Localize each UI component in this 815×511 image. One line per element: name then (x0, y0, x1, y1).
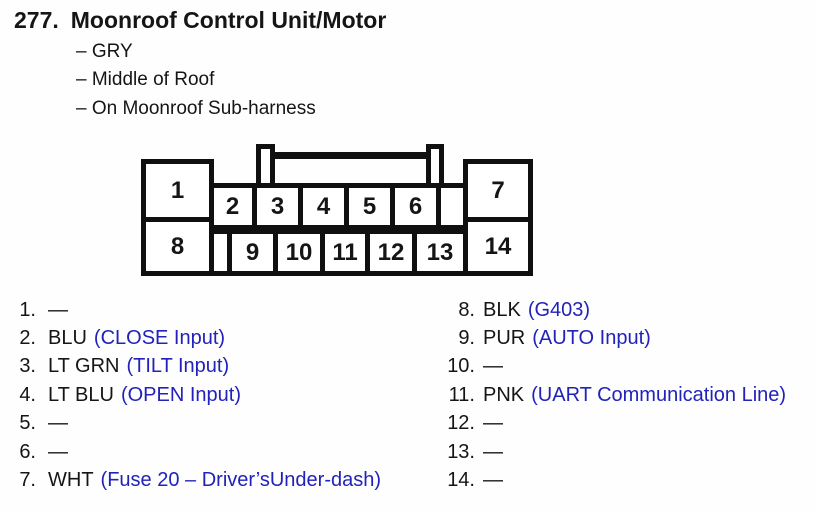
pin-row-13: 13. — (404, 438, 786, 466)
pin-number: 13. (447, 440, 475, 463)
pin-list-left: 1. — 2. BLU (CLOSE Input) 3. LT GRN (TILT Inp… (18, 296, 381, 495)
pin-number: 12. (447, 412, 475, 435)
terminal-7: 7 (491, 176, 505, 204)
detail-location: – Middle of Roof (76, 69, 215, 91)
connector-bridge-post-left (256, 144, 275, 185)
pin-function-note: (TILT Input) (126, 355, 230, 378)
pin-number: 14. (447, 469, 475, 492)
page-title: Moonroof Control Unit/Motor (70, 7, 387, 33)
pin-row-10: 10. — (404, 353, 786, 381)
pin-row-1: 1. — (18, 296, 381, 324)
connector-diagram: 2 3 4 5 6 9 10 11 12 13 1 8 7 14 (141, 144, 533, 276)
terminal-2: 2 (213, 188, 257, 225)
pin-function-note: (CLOSE Input) (93, 327, 226, 350)
terminal-block-right-divider (463, 217, 533, 222)
detail-color: – GRY (76, 41, 133, 62)
pin-row-2: 2. BLU (CLOSE Input) (18, 324, 381, 352)
pin-number: 1. (19, 298, 36, 321)
pin-row-3: 3. LT GRN (TILT Input) (18, 353, 381, 381)
pin-number: 7. (19, 469, 36, 492)
pin-wire-color: — (48, 440, 68, 463)
pin-wire-color: LT BLU (48, 383, 114, 406)
pin-row-11: 11. PNK (UART Communication Line) (404, 381, 786, 409)
pin-number: 9. (458, 327, 475, 350)
pin-function-note: (OPEN Input) (120, 383, 242, 406)
pin-row-5: 5. — (18, 410, 381, 438)
pin-number: 8. (458, 298, 475, 321)
terminal-11: 11 (325, 234, 370, 271)
pin-number: 5. (19, 412, 36, 435)
terminal-block-right: 7 14 (463, 159, 533, 276)
pin-row-12: 12. — (404, 410, 786, 438)
pin-number: 4. (19, 383, 36, 406)
terminal-9: 9 (232, 234, 278, 271)
terminal-4: 4 (303, 188, 349, 225)
pin-wire-color: BLK (483, 298, 521, 321)
terminal-6: 6 (395, 188, 441, 225)
terminal-5: 5 (349, 188, 395, 225)
pin-list-right: 8. BLK (G403) 9. PUR (AUTO Input) 10. — 11. PN… (404, 296, 786, 495)
terminal-strip-top: 2 3 4 5 6 (213, 183, 463, 230)
pin-function-note: (UART Communication Line) (531, 383, 787, 406)
terminal-8: 8 (170, 232, 185, 260)
terminal-blank-bottom (213, 234, 232, 271)
pin-row-9: 9. PUR (AUTO Input) (404, 324, 786, 352)
terminal-block-left-divider (141, 217, 214, 222)
terminal-strip-bottom: 9 10 11 12 13 (213, 229, 463, 276)
pin-row-14: 14. — (404, 466, 786, 494)
pin-wire-color: — (483, 469, 503, 492)
pin-row-6: 6. — (18, 438, 381, 466)
terminal-10: 10 (278, 234, 325, 271)
pin-wire-color: — (483, 355, 503, 378)
pin-wire-color: LT GRN (48, 355, 120, 378)
pin-number: 3. (19, 355, 36, 378)
pin-wire-color: — (48, 412, 68, 435)
connector-details: – GRY – Middle of Roof – On Moonroof Sub… (76, 38, 316, 123)
pin-number: 2. (19, 327, 36, 350)
pin-wire-color: PUR (483, 327, 526, 350)
pin-number: 10. (447, 355, 475, 378)
terminal-12: 12 (370, 234, 417, 271)
terminal-1: 1 (170, 176, 185, 204)
pin-wire-color: BLU (48, 327, 87, 350)
pin-function-note: (G403) (527, 298, 591, 321)
section-number: 277. (14, 7, 59, 33)
pin-number: 11. (448, 383, 475, 406)
terminal-3: 3 (257, 188, 303, 225)
terminal-block-left: 1 8 (141, 159, 214, 276)
pin-row-7: 7. WHT (Fuse 20 – Driver’sUnder-dash) (18, 466, 381, 494)
connector-bridge-bar (273, 152, 429, 159)
pin-wire-color: PNK (483, 383, 525, 406)
pin-wire-color: — (483, 440, 503, 463)
pin-row-4: 4. LT BLU (OPEN Input) (18, 381, 381, 409)
pin-wire-color: — (48, 298, 68, 321)
pin-row-8: 8. BLK (G403) (404, 296, 786, 324)
terminal-blank-top (441, 188, 463, 225)
terminal-13: 13 (426, 238, 454, 266)
detail-harness: – On Moonroof Sub-harness (76, 97, 316, 119)
pin-function-note: (Fuse 20 – Driver’sUnder-dash) (100, 469, 382, 492)
connector-bridge-post-right (426, 144, 444, 185)
pin-number: 6. (19, 440, 36, 463)
section-header: 277. Moonroof Control Unit/Motor (14, 7, 386, 34)
pin-wire-color: WHT (48, 469, 94, 492)
terminal-14: 14 (484, 232, 512, 260)
pin-wire-color: — (483, 412, 503, 435)
pin-function-note: (AUTO Input) (532, 327, 651, 350)
